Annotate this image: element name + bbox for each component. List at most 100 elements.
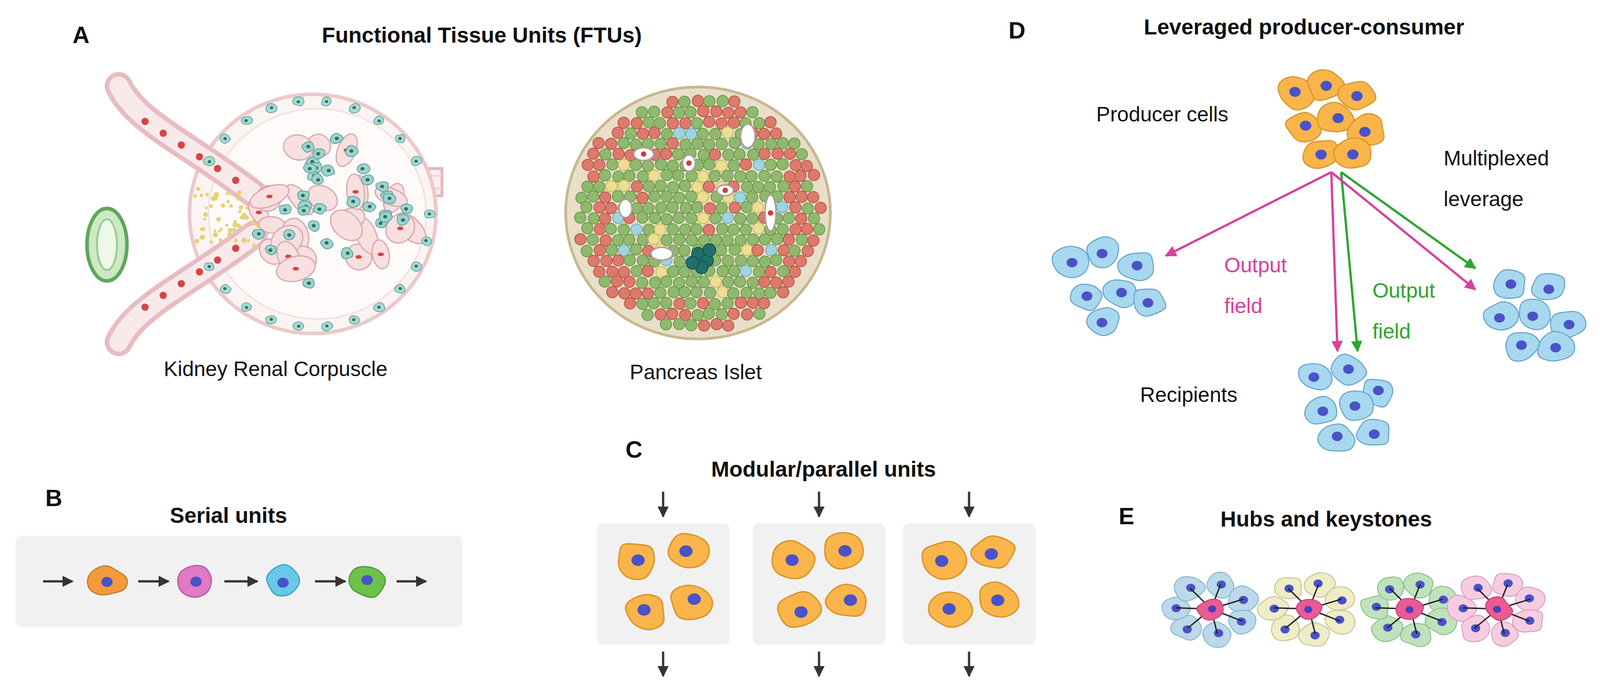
text-label: Producer cells xyxy=(1037,102,1229,127)
nucleus xyxy=(1207,605,1217,613)
podocyte xyxy=(346,196,360,208)
islet-cell xyxy=(795,213,807,225)
islet-cell xyxy=(776,201,788,213)
nucleus xyxy=(334,136,340,141)
islet-cell xyxy=(648,190,660,203)
islet-cell xyxy=(764,116,776,128)
module-cell xyxy=(922,541,967,580)
mesangial-dot xyxy=(209,240,213,244)
islet-cell xyxy=(704,202,716,214)
islet-cell xyxy=(697,191,709,203)
text-label: Recipients xyxy=(1092,383,1238,408)
islet-cell xyxy=(642,265,654,277)
islet-cell xyxy=(618,287,631,300)
recipient-cluster xyxy=(1047,233,1166,338)
islet-cell xyxy=(660,148,672,160)
red-blood-cell xyxy=(232,244,240,253)
islet-cell xyxy=(746,297,759,309)
islet-cell xyxy=(599,148,611,160)
module-panel xyxy=(752,523,886,645)
mesangial-dot xyxy=(245,206,249,210)
nucleus xyxy=(296,100,300,103)
islet-cell xyxy=(636,106,648,118)
islet-cell xyxy=(716,202,728,214)
islet-cell xyxy=(599,169,611,181)
islet-cell xyxy=(654,180,667,192)
mesangial-dot xyxy=(216,217,221,222)
podocyte xyxy=(313,148,325,160)
islet-cell xyxy=(581,245,593,257)
islet-cell xyxy=(783,212,795,224)
mesangial-dot xyxy=(194,238,199,244)
podocyte xyxy=(283,229,295,240)
flow-arrow xyxy=(43,580,73,583)
mesangial-dot xyxy=(238,204,244,210)
islet-cell xyxy=(685,319,698,331)
neighbor-cell xyxy=(1403,573,1434,599)
recipient-cluster: Recipients xyxy=(1287,351,1403,456)
nucleus xyxy=(401,218,406,223)
islet-cell xyxy=(637,254,649,267)
islet-cell xyxy=(697,212,709,224)
islet-cell xyxy=(729,202,741,214)
islet-cell xyxy=(722,149,735,161)
nucleus xyxy=(1351,91,1363,102)
islet-cell xyxy=(673,127,685,139)
nucleus xyxy=(1516,340,1528,350)
islet-cell xyxy=(703,181,715,193)
islet-cell xyxy=(673,233,685,246)
islet-cell xyxy=(679,223,691,236)
macula-densa xyxy=(87,208,127,282)
nucleus xyxy=(351,199,356,204)
nucleus xyxy=(326,169,331,173)
serial-cell xyxy=(266,564,300,597)
podocyte xyxy=(397,214,410,226)
nucleus xyxy=(398,136,402,140)
islet-cell xyxy=(661,106,674,119)
islet-cell xyxy=(709,170,721,182)
cluster-cell xyxy=(1086,307,1120,336)
nucleus xyxy=(1317,406,1329,417)
islet-cell xyxy=(727,160,740,172)
islet-cell xyxy=(740,223,752,236)
red-blood-cell xyxy=(355,255,362,259)
nucleus xyxy=(785,554,799,567)
module-cell xyxy=(668,533,710,568)
illustration-caption: Kidney Renal Corpuscle xyxy=(71,357,480,382)
nucleus xyxy=(207,160,211,164)
mesangial-dot xyxy=(244,215,249,220)
islet-cell xyxy=(617,117,630,129)
islet-cell xyxy=(717,265,729,277)
islet-cell xyxy=(759,256,771,268)
nucleus xyxy=(287,233,292,238)
islet-cell xyxy=(692,95,704,107)
nucleus xyxy=(424,239,428,243)
islet-cell xyxy=(625,127,637,140)
flow-arrow xyxy=(818,491,821,517)
islet-cell xyxy=(667,137,679,150)
islet-cell xyxy=(686,276,698,288)
nucleus xyxy=(306,281,311,286)
islet-cell xyxy=(741,309,753,321)
neighbor-cell xyxy=(1298,622,1330,647)
islet-cell xyxy=(691,201,704,214)
mesangial-dot xyxy=(233,238,238,243)
cluster-cell xyxy=(1052,246,1089,278)
islet-cell xyxy=(637,170,649,183)
islet-cell xyxy=(776,158,789,170)
nucleus xyxy=(1131,261,1143,271)
islet-cell xyxy=(788,137,800,150)
islet-cell xyxy=(808,169,820,181)
islet-cell xyxy=(715,160,728,172)
hub-cell xyxy=(1396,598,1424,620)
module-panel xyxy=(902,523,1036,645)
islet-cell xyxy=(660,276,672,288)
podocyte xyxy=(363,202,376,212)
mesangial-dot xyxy=(252,243,256,248)
nucleus xyxy=(349,149,354,154)
parietal-cell xyxy=(394,284,405,293)
cluster-cell xyxy=(1537,331,1575,362)
parietal-cell xyxy=(203,156,215,166)
islet-outline xyxy=(565,87,831,340)
